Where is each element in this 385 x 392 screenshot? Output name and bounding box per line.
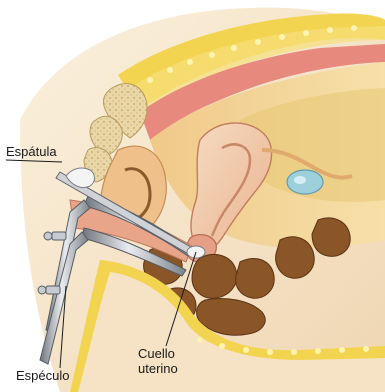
cervix-label: Cuello uterino	[138, 346, 178, 376]
spatula-label: Espátula	[6, 144, 57, 159]
cervix-label-line2: uterino	[138, 361, 178, 376]
speculum-label: Espéculo	[16, 368, 69, 383]
cervix-label-line1: Cuello	[138, 346, 178, 361]
